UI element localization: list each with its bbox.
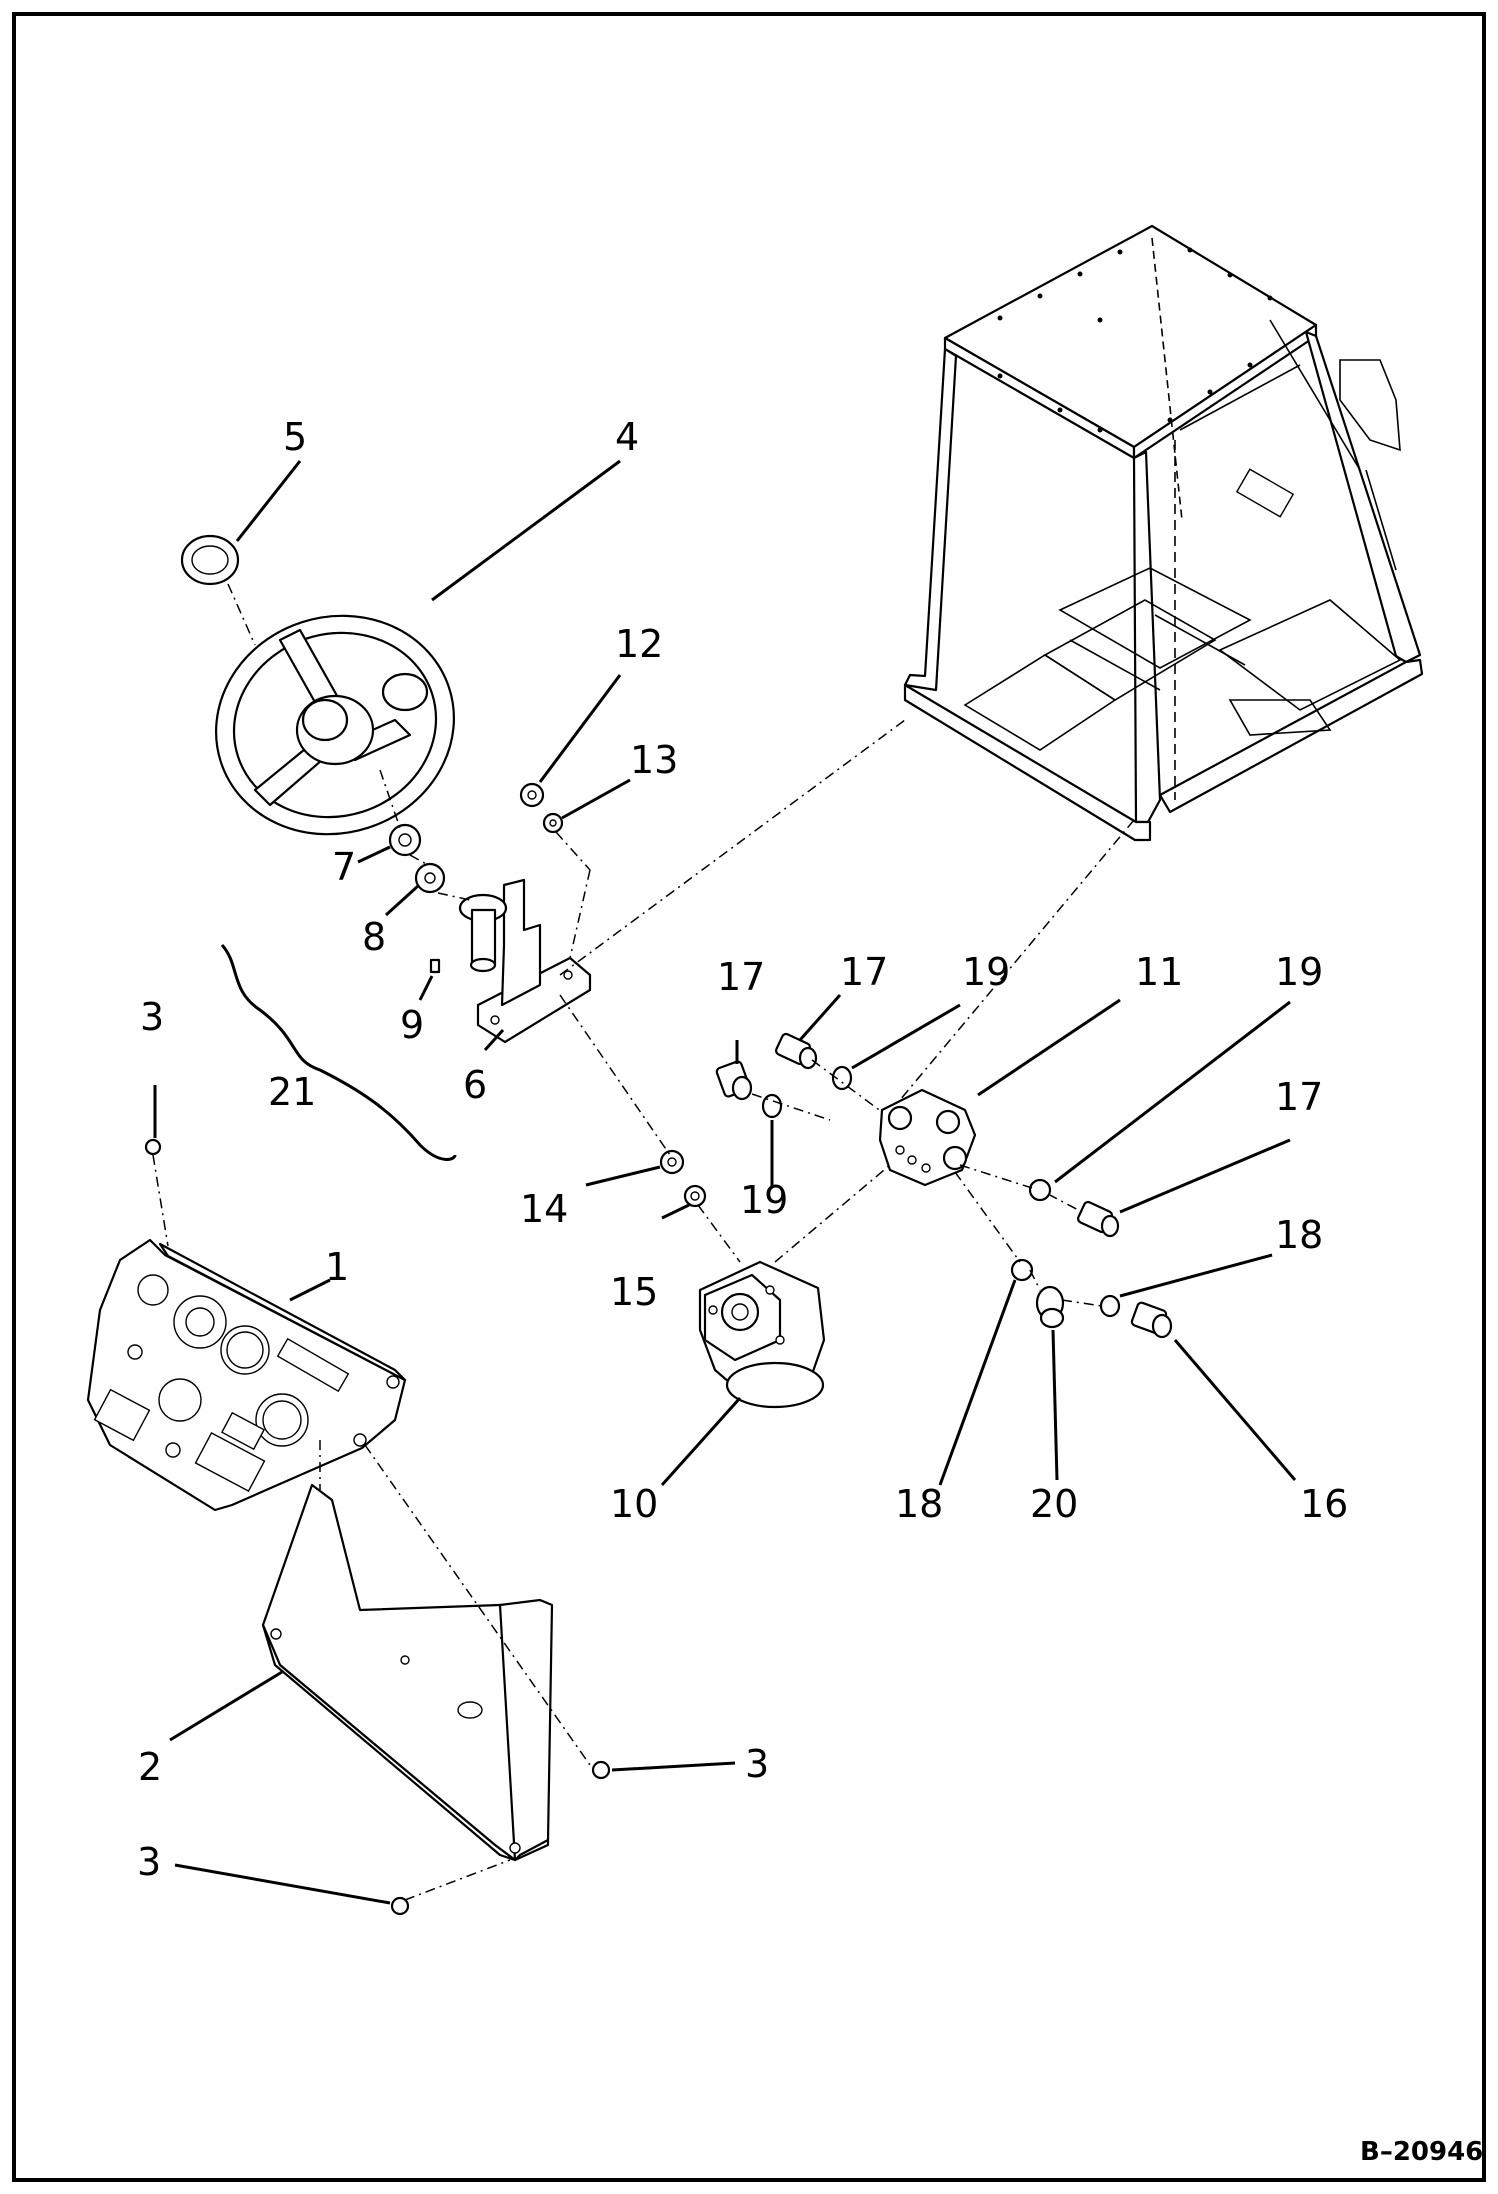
nut [519, 782, 545, 808]
horn-cap [180, 534, 240, 586]
key [429, 958, 441, 974]
fitting-17a [715, 1060, 753, 1101]
callout-21: 21 [268, 1070, 316, 1114]
callouts: 5 4 12 13 7 8 9 6 21 3 17 17 19 11 19 17… [137, 415, 1348, 1884]
steering-wheel-assembly-bracket [220, 943, 457, 1161]
drawing-number: B–20946 [1360, 2137, 1483, 2167]
callout-2: 2 [138, 1745, 162, 1789]
callout-3-upper: 3 [140, 995, 164, 1039]
callout-16: 16 [1300, 1482, 1348, 1526]
fitting-17c [1076, 1200, 1120, 1238]
steering-unit [698, 1260, 826, 1409]
nut-3-right [591, 1760, 611, 1780]
callout-7: 7 [332, 845, 356, 889]
bolt-15 [683, 1184, 707, 1208]
steering-column [458, 878, 592, 1044]
washer [414, 862, 446, 894]
callout-5: 5 [283, 415, 307, 459]
fitting-20 [1035, 1285, 1065, 1329]
callout-14: 14 [520, 1187, 568, 1231]
instrument-panel [86, 1238, 407, 1512]
callout-17-right: 17 [1275, 1075, 1323, 1119]
nut-3-upper [144, 1138, 162, 1156]
callout-1: 1 [325, 1245, 349, 1289]
callout-3-lower: 3 [137, 1840, 161, 1884]
fitting-16 [1130, 1301, 1173, 1339]
callout-20: 20 [1030, 1482, 1078, 1526]
callout-18-right: 18 [1275, 1213, 1323, 1257]
fitting-17b [774, 1032, 818, 1070]
callout-3-right: 3 [745, 1742, 769, 1786]
callout-19-left: 19 [962, 950, 1010, 994]
o-ring-18a [1010, 1258, 1034, 1282]
callout-19-right: 19 [1275, 950, 1323, 994]
operator-cab-frame [903, 224, 1424, 842]
nut-3-lower [390, 1896, 410, 1916]
callout-17-left: 17 [717, 955, 765, 999]
callout-17-middle: 17 [840, 950, 888, 994]
steering-wheel [214, 614, 456, 836]
o-ring-19b [761, 1093, 783, 1119]
hydraulic-manifold [878, 1088, 977, 1187]
assembly-center-lines [152, 583, 1135, 1901]
o-ring-18b [1099, 1294, 1121, 1318]
callout-19-bottom: 19 [740, 1178, 788, 1222]
callout-6: 6 [463, 1063, 487, 1107]
callout-4: 4 [615, 415, 639, 459]
lock-washer-14 [659, 1149, 685, 1175]
callout-15: 15 [610, 1270, 658, 1314]
callout-8: 8 [362, 915, 386, 959]
callout-13: 13 [630, 738, 678, 782]
callout-12: 12 [615, 622, 663, 666]
steering-column-cover [261, 1483, 554, 1862]
o-ring-19a [831, 1065, 853, 1091]
lock-washer [542, 812, 564, 834]
callout-leaders [153, 459, 1297, 1905]
callout-11: 11 [1135, 950, 1183, 994]
callout-10: 10 [610, 1482, 658, 1526]
wheel-nut [388, 823, 422, 857]
callout-18-left: 18 [895, 1482, 943, 1526]
drawing-border [12, 12, 1486, 2182]
o-ring-19c [1028, 1178, 1052, 1202]
callout-9: 9 [400, 1003, 424, 1047]
